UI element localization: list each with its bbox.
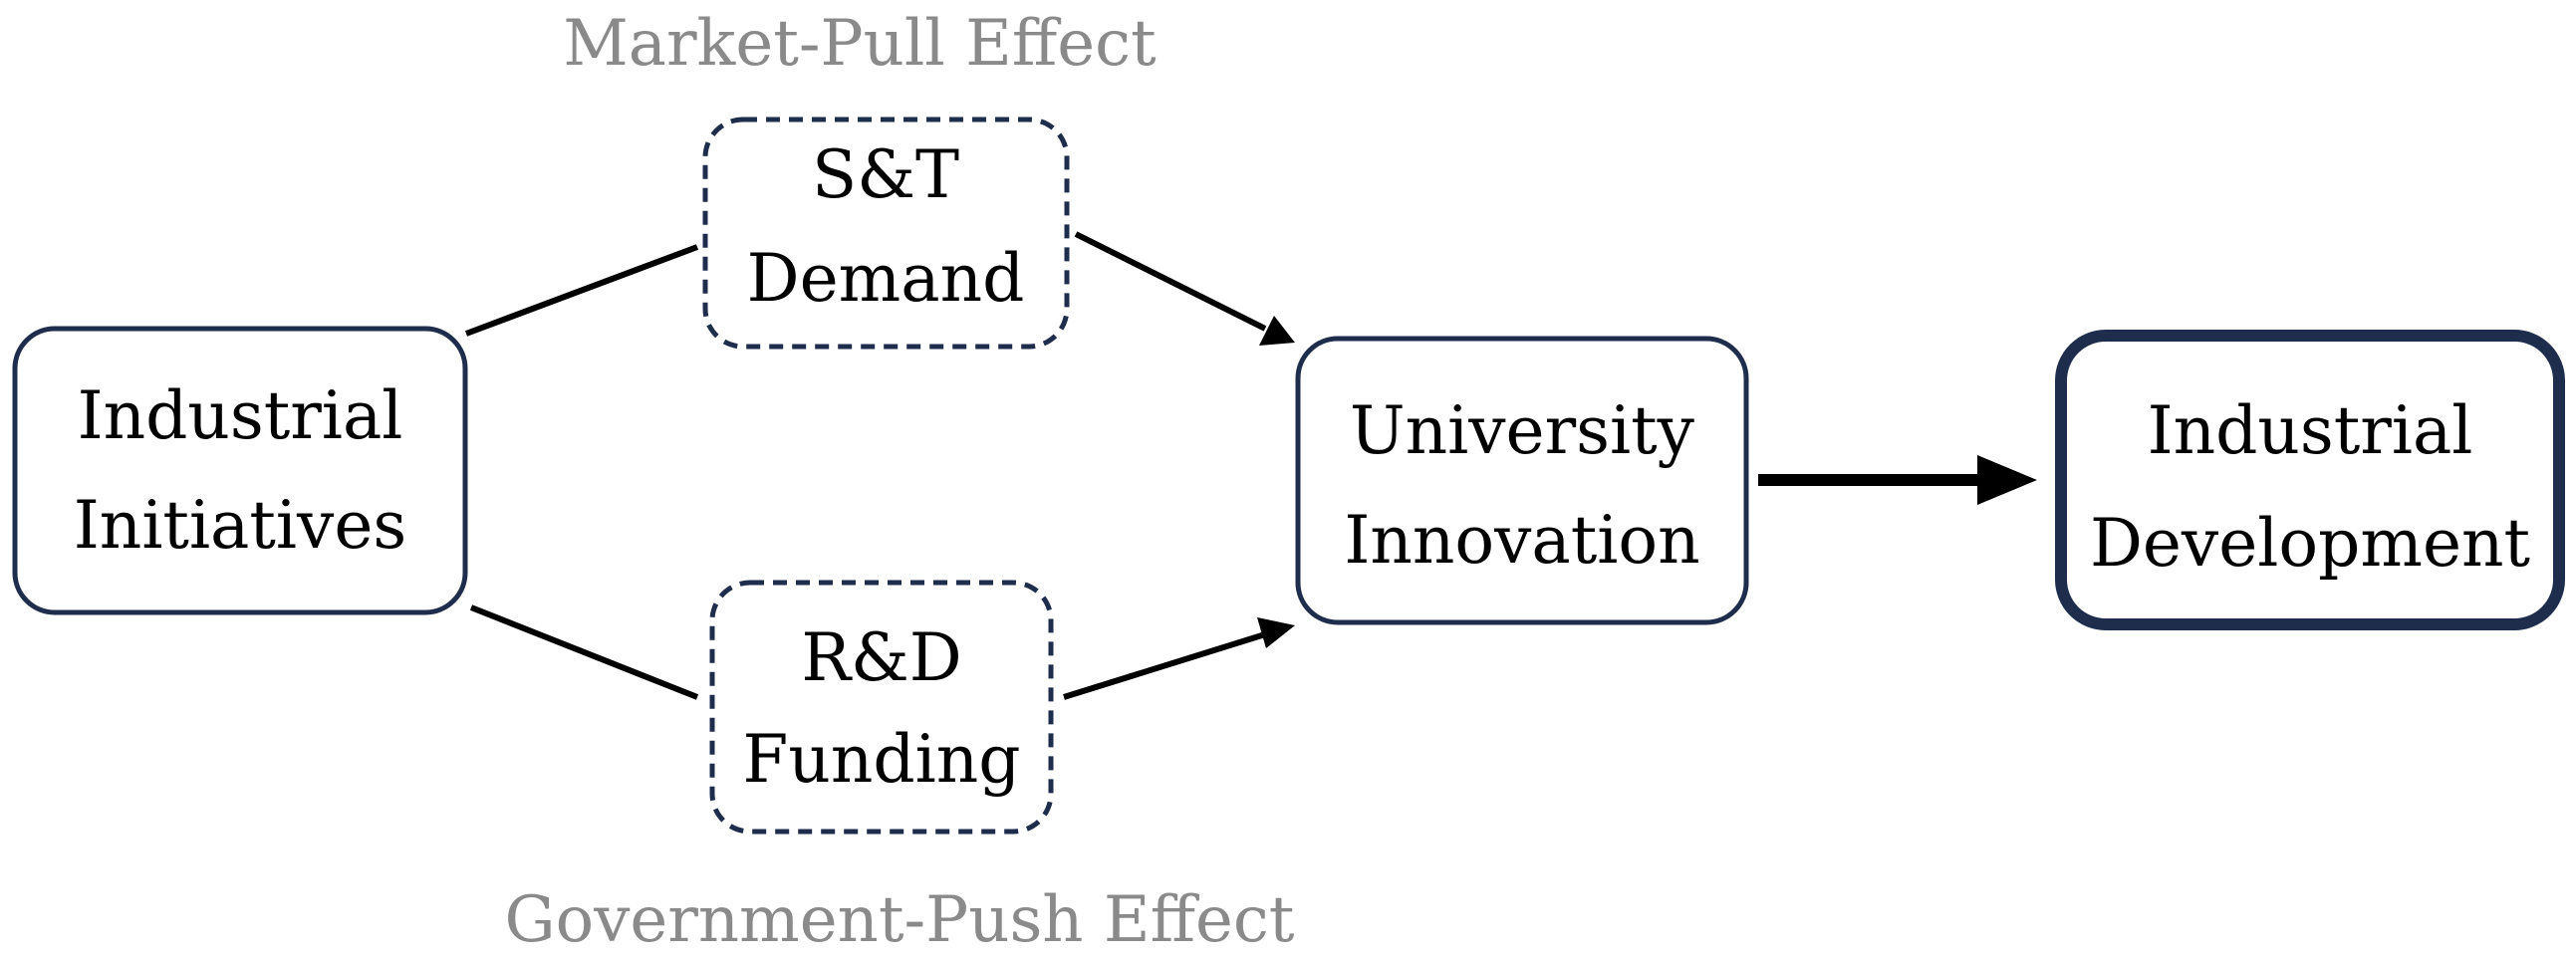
arrowhead-st-demand <box>1259 316 1295 346</box>
node-university-innovation-box <box>1295 336 1749 625</box>
node-university-innovation-line1: University <box>1350 392 1695 469</box>
node-st-demand-box <box>702 117 1070 350</box>
node-industrial-initiatives: Industrial Initiatives <box>12 326 468 615</box>
government-push-effect-label: Government-Push Effect <box>505 883 1295 957</box>
node-industrial-development-box <box>2055 330 2565 630</box>
node-industrial-development: Industrial Development <box>2055 330 2565 630</box>
connector-initiatives-to-st-demand <box>464 244 699 337</box>
connector-initiatives-to-rd-funding <box>469 604 699 700</box>
arrowhead-rd-funding <box>1257 617 1295 648</box>
node-rd-funding-line2: Funding <box>743 721 1021 798</box>
node-rd-funding-box <box>709 580 1054 835</box>
market-pull-effect-label: Market-Pull Effect <box>563 7 1157 81</box>
node-industrial-initiatives-box <box>12 326 468 615</box>
node-industrial-development-line2: Development <box>2090 505 2530 582</box>
node-industrial-initiatives-line1: Industrial <box>78 377 403 454</box>
node-rd-funding: R&D Funding <box>709 580 1054 835</box>
arrowhead-industrial-development <box>1977 455 2037 505</box>
node-rd-funding-line1: R&D <box>801 619 961 696</box>
node-university-innovation-line2: Innovation <box>1344 502 1699 579</box>
node-st-demand-line2: Demand <box>747 240 1025 317</box>
node-industrial-development-line1: Industrial <box>2148 392 2473 469</box>
node-st-demand-line1: S&T <box>812 136 959 213</box>
node-industrial-initiatives-line2: Initiatives <box>74 487 407 564</box>
node-university-innovation: University Innovation <box>1295 336 1749 625</box>
arrow-st-demand-to-university-innovation <box>1074 231 1267 332</box>
node-st-demand: S&T Demand <box>702 117 1070 350</box>
arrow-rd-funding-to-university-innovation <box>1063 631 1266 700</box>
